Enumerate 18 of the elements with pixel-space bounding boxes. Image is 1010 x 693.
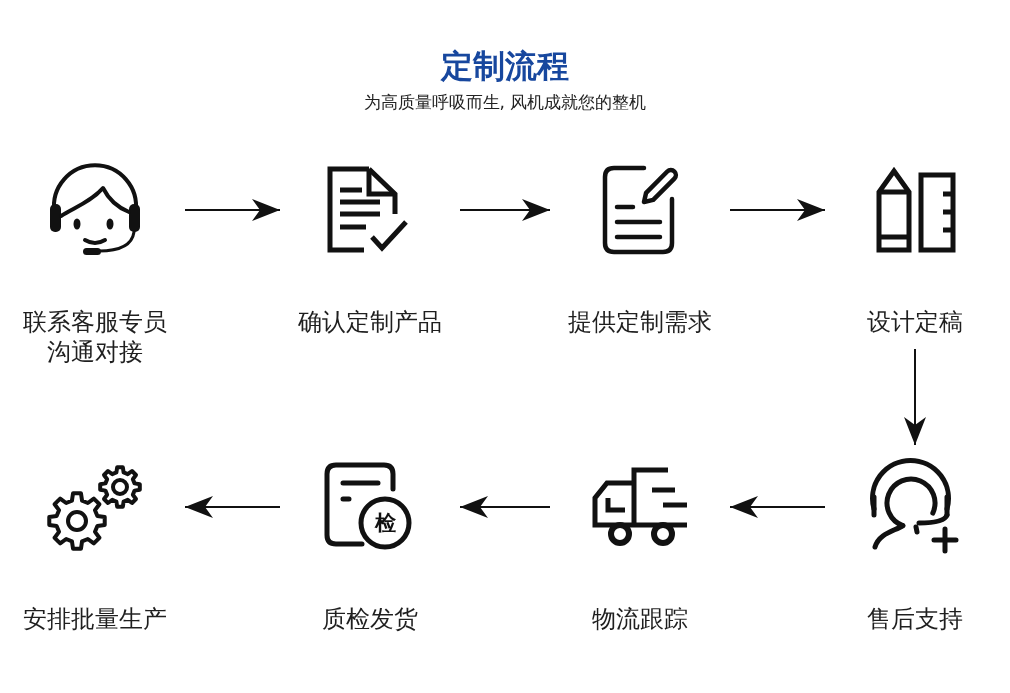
arrow	[729, 199, 826, 221]
step-label: 质检发货	[322, 604, 418, 634]
step-label: 提供定制需求	[568, 307, 712, 337]
step-label: 联系客服专员沟通对接	[22, 307, 168, 367]
step-label: 设计定稿	[867, 307, 963, 337]
step-label: 物流跟踪	[592, 604, 688, 634]
arrow	[184, 496, 281, 518]
arrow	[459, 199, 551, 221]
step-label: 售后支持	[867, 604, 963, 634]
step-label: 安排批量生产	[23, 604, 167, 634]
arrow	[184, 199, 281, 221]
arrow	[729, 496, 826, 518]
arrow	[904, 348, 926, 446]
title: 定制流程	[441, 46, 569, 87]
subtitle: 为高质量呼吸而生, 风机成就您的整机	[363, 91, 647, 114]
inspection-character: 检	[374, 511, 396, 535]
step-label: 确认定制产品	[298, 307, 442, 337]
arrow	[459, 496, 551, 518]
